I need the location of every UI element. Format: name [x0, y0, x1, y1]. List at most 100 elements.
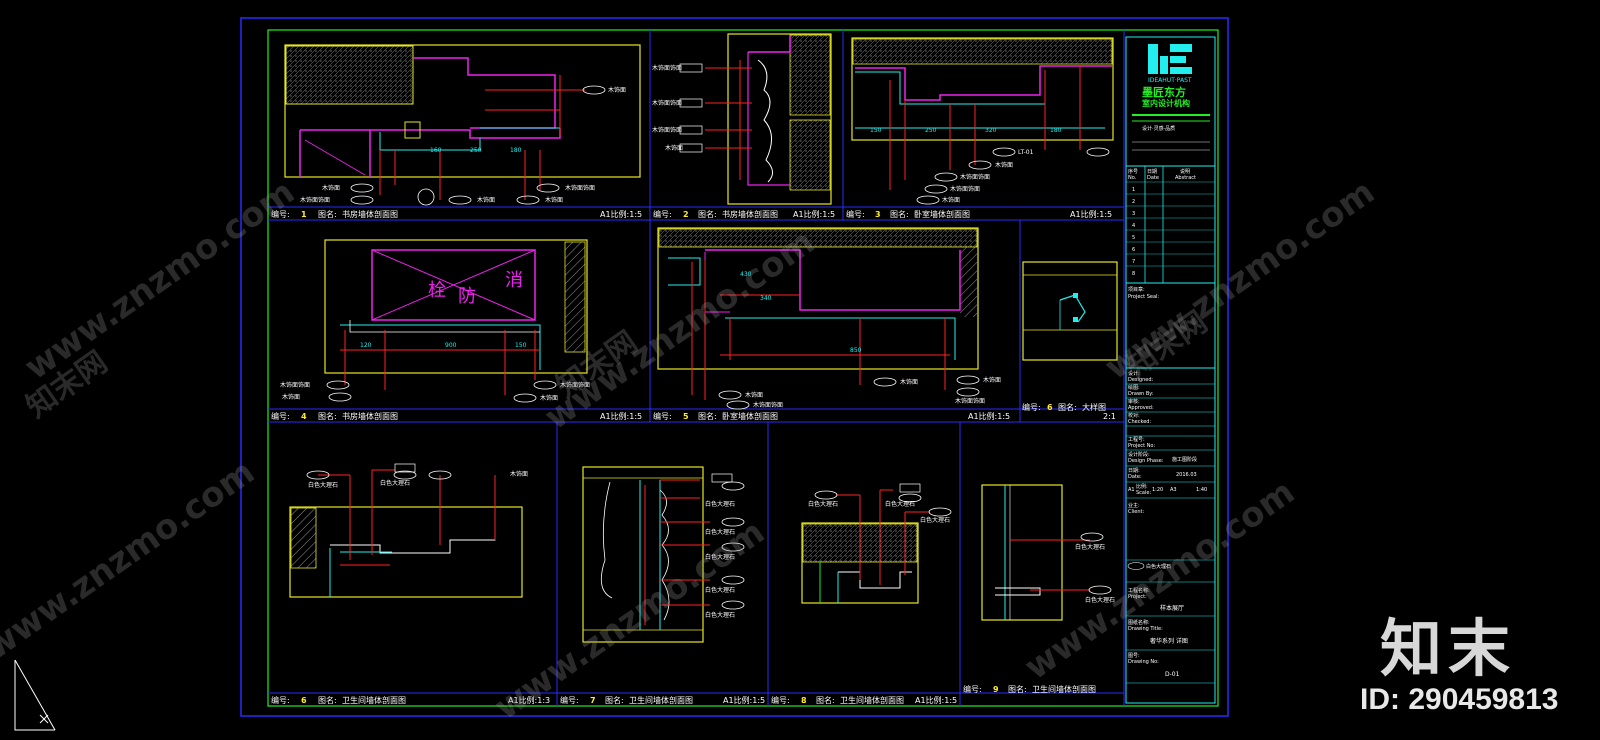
- svg-text:7: 7: [1132, 259, 1135, 265]
- svg-text:室内设计机构: 室内设计机构: [1142, 98, 1190, 108]
- svg-text:木饰面: 木饰面: [477, 196, 495, 204]
- section-title-9: 编号:9 图名:卫生间墙体剖面图: [963, 684, 1096, 694]
- svg-text:Drawing Title:: Drawing Title:: [1128, 626, 1163, 632]
- svg-text:白色大理石: 白色大理石: [920, 516, 950, 524]
- svg-text:1:20: 1:20: [1152, 487, 1163, 493]
- svg-text:A1比例:1:5: A1比例:1:5: [968, 411, 1010, 421]
- svg-text:设计·灵感·品质: 设计·灵感·品质: [1142, 125, 1175, 132]
- svg-text:木饰面饰面: 木饰面饰面: [955, 397, 985, 405]
- svg-text:卫生间墙体剖面图: 卫生间墙体剖面图: [629, 695, 693, 705]
- svg-text:160: 160: [430, 147, 442, 154]
- svg-text:A3: A3: [1170, 487, 1177, 493]
- svg-text:木饰面饰面: 木饰面饰面: [560, 381, 590, 389]
- svg-text:编号:: 编号:: [653, 411, 672, 421]
- svg-text:Date: Date: [1147, 175, 1159, 181]
- svg-text:木饰面: 木饰面: [282, 393, 300, 401]
- svg-text:项目章:: 项目章:: [1128, 286, 1145, 293]
- svg-text:A1比例:1:5: A1比例:1:5: [600, 209, 642, 219]
- svg-text:木饰面饰面: 木饰面饰面: [280, 381, 310, 389]
- svg-text:白色大理石: 白色大理石: [705, 553, 735, 561]
- sheet-inner-frame: [267, 29, 1219, 707]
- svg-text:防: 防: [458, 286, 476, 307]
- svg-text:卫生间墙体剖面图: 卫生间墙体剖面图: [342, 695, 406, 705]
- svg-text:1:40: 1:40: [1196, 487, 1207, 493]
- svg-text:Project:: Project:: [1128, 594, 1147, 600]
- svg-text:120: 120: [360, 342, 372, 349]
- svg-text:180: 180: [1050, 127, 1062, 134]
- title-block: IDEAHUT·PAST 墨匠东方 室内设计机构 设计·灵感·品质 序号 日期 …: [1125, 36, 1216, 704]
- svg-text:No.: No.: [1128, 175, 1137, 181]
- section-title-2: 编号:2 图名:书房墙体剖面图 A1比例:1:5: [653, 209, 835, 219]
- svg-text:320: 320: [985, 127, 997, 134]
- svg-text:2: 2: [683, 210, 689, 219]
- svg-text:编号:: 编号:: [271, 695, 290, 705]
- svg-text:木饰面饰面: 木饰面饰面: [652, 64, 682, 72]
- section-title-8: 编号:8 图名:卫生间墙体剖面图 A1比例:1:5: [771, 695, 957, 705]
- svg-text:木饰面: 木饰面: [608, 86, 626, 94]
- svg-text:6: 6: [301, 696, 307, 705]
- drawing-7-bathroom: 白色大理石 白色大理石 白色大理石 白色大理石 白色大理石: [582, 466, 745, 643]
- svg-text:木饰面饰面: 木饰面饰面: [950, 185, 980, 193]
- svg-text:Design Phase:: Design Phase:: [1128, 458, 1164, 464]
- svg-text:6: 6: [1047, 403, 1053, 412]
- svg-text:4: 4: [1132, 223, 1135, 229]
- svg-text:850: 850: [850, 347, 862, 354]
- svg-text:木饰面: 木饰面: [322, 184, 340, 192]
- svg-text:8: 8: [1132, 271, 1135, 277]
- svg-text:7: 7: [590, 696, 596, 705]
- svg-text:2:1: 2:1: [1103, 412, 1116, 421]
- svg-text:150: 150: [515, 342, 527, 349]
- svg-text:900: 900: [445, 342, 457, 349]
- svg-text:3: 3: [1132, 211, 1135, 217]
- svg-text:木饰面饰面: 木饰面饰面: [960, 173, 990, 181]
- svg-text:Drawn By:: Drawn By:: [1128, 391, 1154, 397]
- svg-text:9: 9: [993, 685, 999, 694]
- svg-text:图纸名称:: 图纸名称:: [1128, 619, 1150, 626]
- svg-text:设计阶段:: 设计阶段:: [1128, 451, 1150, 458]
- svg-text:图名:: 图名:: [318, 209, 337, 219]
- section-title-6-bath: 编号:6 图名:卫生间墙体剖面图 A1比例:1:3: [271, 695, 550, 705]
- image-id-label: ID: 290459813: [1360, 683, 1559, 716]
- section-title-6-detail: 编号:6 图名:大样图 2:1: [1022, 402, 1116, 421]
- svg-text:木饰面: 木饰面: [510, 470, 528, 478]
- svg-text:木饰面: 木饰面: [995, 161, 1013, 169]
- svg-text:白色大理石: 白色大理石: [1075, 543, 1105, 551]
- svg-text:4: 4: [301, 412, 307, 421]
- drawing-8-bathroom: 白色大理石 白色大理石 白色大理石: [801, 483, 952, 604]
- svg-text:150: 150: [870, 127, 882, 134]
- svg-text:白色大理石: 白色大理石: [1085, 596, 1115, 604]
- svg-text:图名:: 图名:: [816, 695, 835, 705]
- svg-text:编号:: 编号:: [963, 684, 982, 694]
- svg-text:Designed:: Designed:: [1128, 377, 1154, 383]
- drawing-9-bathroom: 白色大理石 白色大理石: [981, 484, 1115, 621]
- section-title-5: 编号:5 图名:卧室墙体剖面图 A1比例:1:5: [653, 411, 1010, 421]
- svg-text:工程号:: 工程号:: [1128, 436, 1145, 443]
- svg-text:卫生间墙体剖面图: 卫生间墙体剖面图: [840, 695, 904, 705]
- sheet-grid: [268, 30, 1125, 706]
- fire-hydrant-label: 消: [505, 270, 523, 291]
- svg-text:栓: 栓: [428, 280, 446, 301]
- svg-text:编号:: 编号:: [271, 411, 290, 421]
- svg-text:编号:: 编号:: [771, 695, 790, 705]
- svg-text:8: 8: [801, 696, 807, 705]
- svg-text:编号:: 编号:: [1022, 402, 1041, 412]
- svg-text:业主:: 业主:: [1128, 502, 1140, 509]
- svg-text:340: 340: [760, 295, 772, 302]
- svg-text:Client:: Client:: [1128, 509, 1144, 515]
- svg-text:木饰面: 木饰面: [665, 144, 683, 152]
- svg-text:A1比例:1:5: A1比例:1:5: [1070, 209, 1112, 219]
- svg-text:图号:: 图号:: [1128, 653, 1140, 659]
- svg-text:2: 2: [1132, 199, 1135, 205]
- svg-text:白色大理石: 白色大理石: [885, 500, 915, 508]
- svg-text:编号:: 编号:: [846, 209, 865, 219]
- svg-text:编号:: 编号:: [560, 695, 579, 705]
- svg-text:白色大理石: 白色大理石: [705, 500, 735, 508]
- svg-text:白色大理石: 白色大理石: [705, 528, 735, 536]
- svg-text:A1比例:1:5: A1比例:1:5: [723, 695, 765, 705]
- svg-text:编号:: 编号:: [653, 209, 672, 219]
- svg-text:图名:: 图名:: [318, 411, 337, 421]
- svg-text:审核:: 审核:: [1128, 398, 1140, 405]
- svg-text:430: 430: [740, 271, 752, 278]
